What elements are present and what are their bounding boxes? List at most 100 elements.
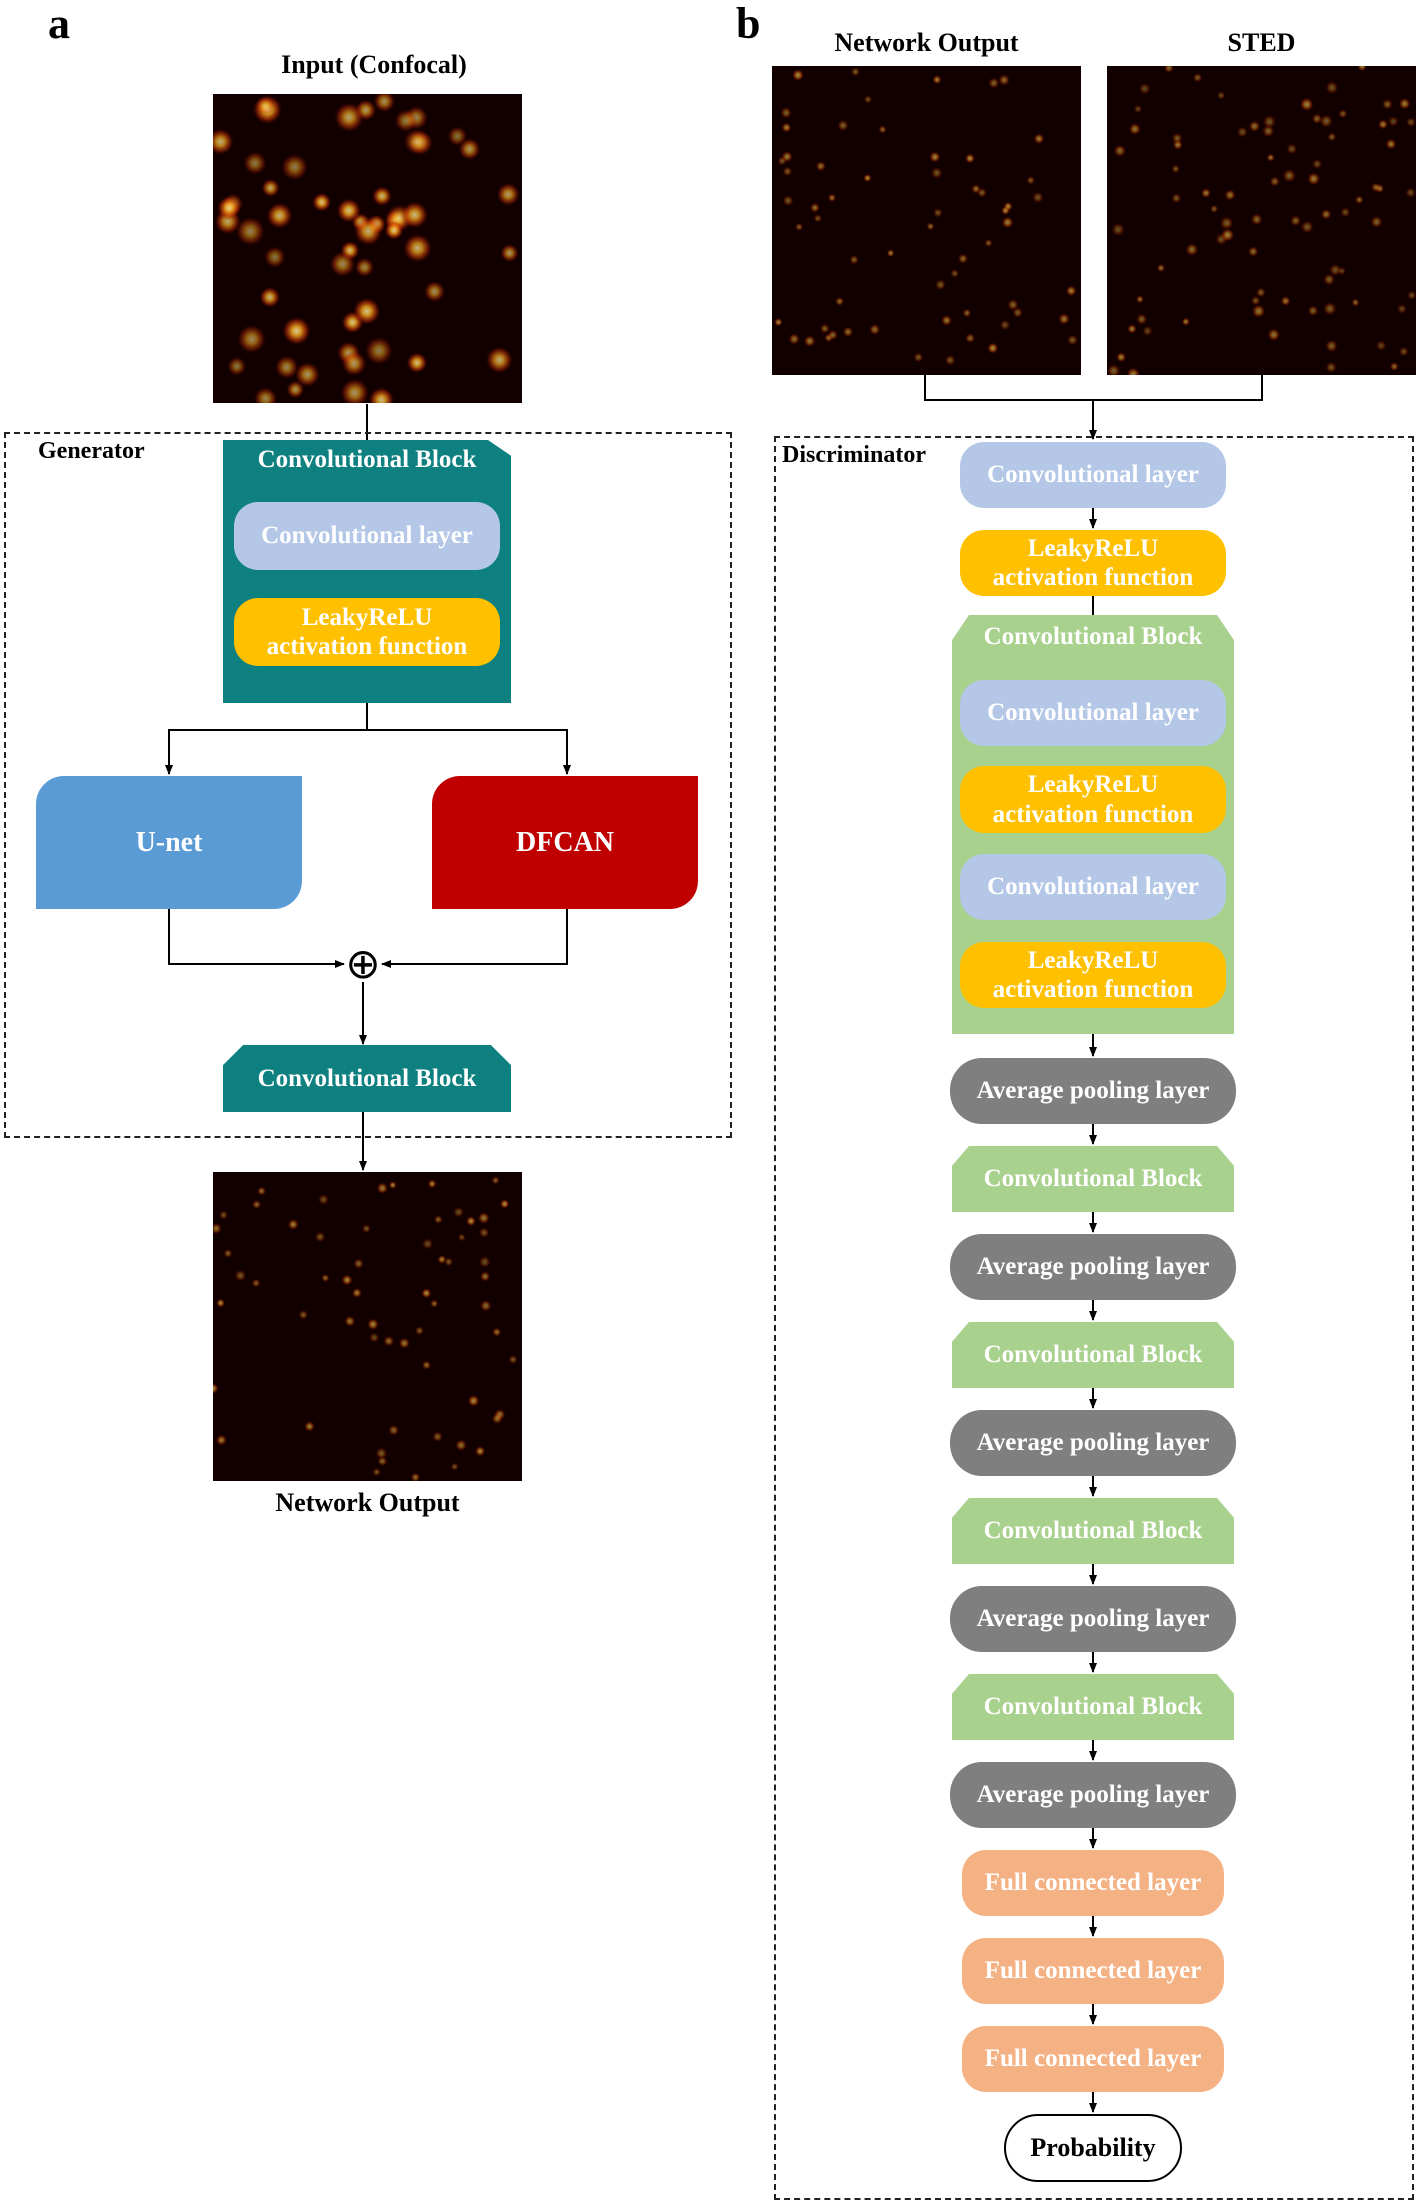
fluorescence-spot xyxy=(383,1335,395,1347)
fluorescence-spot xyxy=(819,323,830,334)
fluorescence-spot xyxy=(835,296,845,306)
fluorescence-spot xyxy=(491,1176,500,1185)
disc-convolutional-block-2: Convolutional Block xyxy=(952,1146,1234,1212)
fluorescence-spot xyxy=(1210,204,1219,213)
fluorescence-spot xyxy=(886,249,895,258)
fluorescence-spot xyxy=(373,94,396,113)
fluorescence-spot xyxy=(792,69,804,81)
fluorescence-spot xyxy=(398,1337,410,1349)
fluorescence-spot xyxy=(1269,176,1280,187)
disc-full-connected-layer-3: Full connected layer xyxy=(962,2026,1224,2092)
fluorescence-spot xyxy=(1382,98,1393,110)
fluorescence-spot xyxy=(1266,153,1275,162)
fluorescence-spot xyxy=(255,96,275,116)
fluorescence-spot xyxy=(1111,222,1125,237)
fluorescence-spot xyxy=(394,109,418,133)
fluorescence-spot xyxy=(988,77,1000,89)
fluorescence-spot xyxy=(1355,195,1364,205)
fluorescence-spot xyxy=(827,329,838,341)
fluorescence-spot xyxy=(353,297,381,325)
fluorescence-spot xyxy=(1282,168,1297,183)
fluorescence-spot xyxy=(1396,303,1407,314)
fluorescence-spot xyxy=(251,1278,261,1288)
fluorescence-spot xyxy=(1262,115,1277,129)
fluorescence-spot xyxy=(219,1210,229,1220)
fluorescence-spot xyxy=(1319,114,1333,128)
fluorescence-spot xyxy=(774,318,783,327)
fluorescence-spot xyxy=(803,335,816,347)
fluorescence-spot xyxy=(294,361,320,388)
fluorescence-spot xyxy=(372,1467,381,1477)
disc-average-pooling-layer-3: Average pooling layer xyxy=(950,1410,1236,1476)
fluorescence-spot xyxy=(933,208,943,218)
fluorescence-spot xyxy=(957,253,969,264)
fluorescence-spot xyxy=(813,214,823,223)
fluorescence-spot xyxy=(1138,82,1151,95)
fluorescence-spot xyxy=(950,269,959,278)
disc-convolutional-block-3: Convolutional Block xyxy=(952,1322,1234,1388)
fluorescence-spot xyxy=(1378,119,1389,130)
disc-inner-convolutional-layer-2: Convolutional layer xyxy=(960,854,1226,920)
fluorescence-spot xyxy=(213,1222,222,1235)
fluorescence-spot xyxy=(1338,109,1348,119)
fluorescence-spot xyxy=(1375,340,1387,351)
fluorescence-spot xyxy=(500,243,519,263)
fluorescence-spot xyxy=(444,1257,454,1267)
fluorescence-spot xyxy=(215,1434,227,1446)
fluorescence-spot xyxy=(458,138,481,161)
fluorescence-spot xyxy=(1351,298,1360,307)
fluorescence-spot xyxy=(1251,304,1266,318)
fluorescence-spot xyxy=(965,153,975,164)
fluorescence-spot xyxy=(421,1238,434,1250)
fluorescence-spot xyxy=(1032,191,1044,204)
fluorescence-spot xyxy=(1135,295,1144,304)
fluorescence-spot xyxy=(361,1224,371,1234)
fluorescence-spot xyxy=(410,1472,421,1481)
fluorescence-spot xyxy=(998,74,1010,86)
input-image-title: Input (Confocal) xyxy=(281,50,467,79)
fluorescence-spot xyxy=(377,1456,388,1467)
fluorescence-spot xyxy=(287,1219,299,1230)
fluorescence-spot xyxy=(977,187,987,198)
fluorescence-spot xyxy=(1398,346,1409,357)
fluorescence-spot xyxy=(794,222,804,232)
fluorescence-spot xyxy=(1033,133,1045,145)
fluorescence-spot xyxy=(1323,301,1337,316)
fluorescence-spot xyxy=(1236,126,1248,138)
fluorescence-spot xyxy=(259,286,281,308)
fluorescence-spot xyxy=(304,1421,315,1432)
fluorescence-spot xyxy=(477,1212,490,1224)
fluorescence-spot xyxy=(1224,189,1236,201)
fluorescence-spot xyxy=(478,1256,491,1268)
fluorescence-spot xyxy=(329,251,356,277)
generator-final-convolutional-block: Convolutional Block xyxy=(223,1045,511,1112)
fluorescence-spot xyxy=(485,346,513,374)
fluorescence-spot xyxy=(809,202,820,213)
fluorescence-spot xyxy=(1181,317,1190,326)
fluorescence-spot xyxy=(842,326,854,337)
fluorescence-spot xyxy=(1388,116,1399,127)
fluorescence-spot xyxy=(237,324,267,354)
fluorescence-spot xyxy=(984,238,993,248)
fluorescence-spot xyxy=(430,1299,439,1308)
fluorescence-spot xyxy=(368,387,395,403)
fluorescence-spot xyxy=(334,102,364,133)
fluorescence-spot xyxy=(1107,364,1121,375)
fluorescence-spot xyxy=(375,1447,388,1460)
fluorescence-spot xyxy=(252,1199,262,1210)
fluorescence-spot xyxy=(1065,285,1077,297)
fluorescence-spot xyxy=(1156,263,1166,273)
fluorescence-spot xyxy=(491,1413,503,1425)
fluorescence-spot xyxy=(213,128,234,155)
fluorescence-spot xyxy=(1286,143,1298,155)
fluorescence-spot xyxy=(929,151,941,163)
fluorescence-spot xyxy=(384,220,404,240)
fluorescence-spot xyxy=(263,246,286,268)
fluorescence-spot xyxy=(453,1206,464,1218)
fluorescence-spot xyxy=(406,352,428,374)
dfcan-block: DFCAN xyxy=(432,776,698,909)
fluorescence-spot xyxy=(1325,361,1337,373)
fluorescence-spot xyxy=(931,167,943,179)
panel-letter-b: b xyxy=(736,0,761,48)
